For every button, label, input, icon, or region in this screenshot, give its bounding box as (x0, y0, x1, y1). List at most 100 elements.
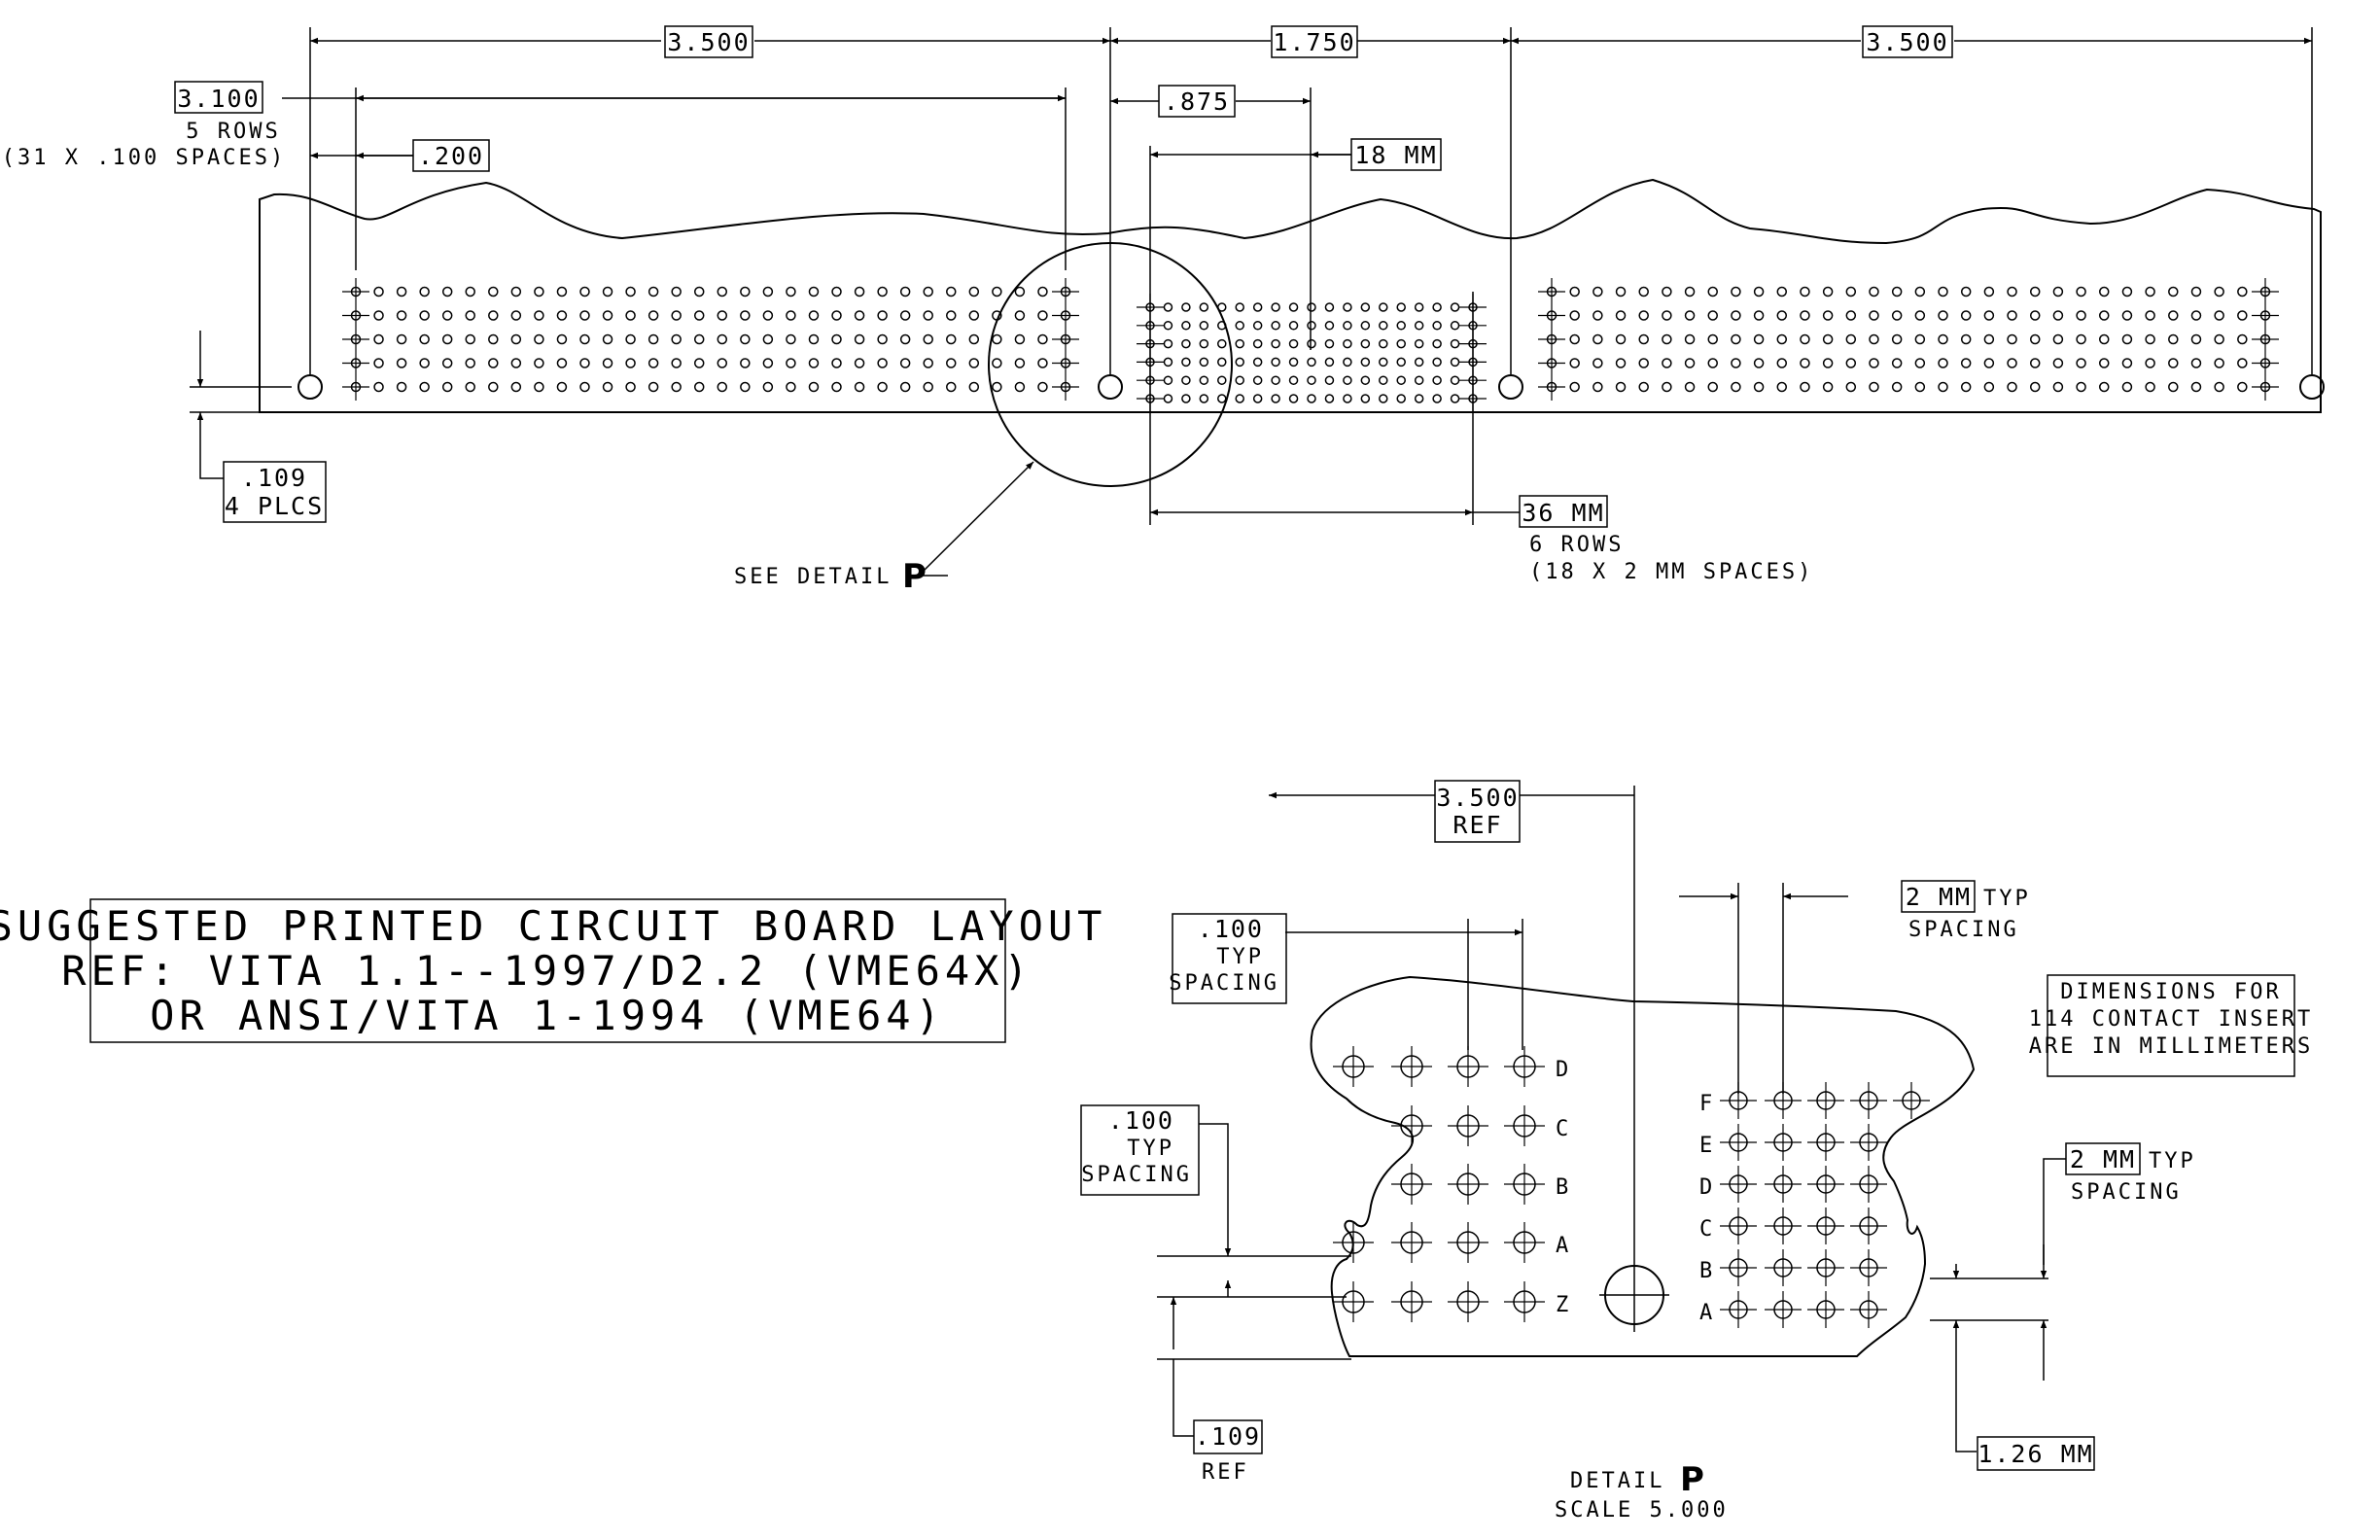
pcb-hole (1869, 381, 1879, 393)
pcb-hole (2214, 358, 2224, 368)
pcb-hole (2145, 286, 2155, 298)
pcb-hole (2052, 358, 2064, 368)
pcb-hole (899, 333, 911, 345)
pcb-hole (625, 286, 636, 298)
dim-18mm: 18 MM (1354, 141, 1437, 169)
left-row-z: Z (1556, 1293, 1571, 1317)
pcb-hole (1731, 358, 1741, 368)
pcb-hole (877, 358, 888, 368)
see-detail-text: SEE DETAIL (734, 565, 892, 589)
detail-spacing-label-3: SPACING (1908, 918, 2019, 942)
pcb-hole (1662, 358, 1672, 368)
pcb-hole (2190, 333, 2202, 345)
pcb-hole (1252, 302, 1263, 312)
detail-scale: SCALE 5.000 (1555, 1498, 1729, 1522)
detail-typ-3: TYP (1983, 887, 2031, 911)
pcb-hole (1914, 286, 1926, 298)
dim-hole-dia: .109 (241, 464, 307, 492)
pcb-hole (1014, 358, 1026, 368)
pcb-hole (579, 381, 590, 393)
pcb-hole (2214, 333, 2224, 345)
pcb-hole (534, 310, 544, 321)
pcb-hole (1869, 286, 1879, 298)
pcb-hole (1307, 357, 1316, 368)
pcb-hole (1822, 381, 1834, 393)
pcb-hole (1037, 286, 1048, 298)
pcb-hole (1181, 375, 1191, 385)
pcb-hole (1414, 375, 1424, 385)
pcb-hole (1163, 338, 1173, 349)
pcb-hole (1845, 358, 1857, 368)
pcb-hole (1199, 338, 1209, 349)
pcb-hole (1343, 375, 1352, 385)
pcb-hole (1217, 394, 1227, 403)
pcb-hole (1822, 333, 1834, 345)
dim-span-right: 3.500 (1866, 28, 1948, 56)
pcb-hole (1662, 333, 1672, 345)
pcb-hole (808, 358, 820, 368)
pcb-hole (671, 286, 682, 298)
pcb-hole (1638, 358, 1649, 368)
pcb-hole (1592, 310, 1603, 321)
pcb-hole (1271, 321, 1280, 331)
pcb-hole (1938, 358, 1948, 368)
pcb-hole (1450, 302, 1460, 312)
left-connector-hole-grid (342, 278, 1079, 401)
pcb-hole (1288, 338, 1299, 349)
detail-p-view: D C B A Z F E D C B A (1080, 780, 2313, 1522)
pcb-hole (1324, 302, 1335, 312)
pcb-hole (1450, 394, 1460, 403)
pcb-hole (1753, 381, 1765, 393)
pcb-hole (1324, 375, 1335, 385)
pcb-hole (2168, 358, 2179, 368)
pcb-hole (1014, 381, 1026, 393)
pcb-hole (1450, 321, 1460, 331)
pcb-hole (2099, 381, 2110, 393)
right-connector-hole-grid (1538, 278, 2279, 401)
pcb-hole (2029, 333, 2041, 345)
dim-rows-spaces: (31 X .100 SPACES) (2, 146, 286, 170)
pcb-hole (1707, 286, 1718, 298)
pcb-hole (968, 310, 980, 321)
pcb-hole (2007, 358, 2017, 368)
pcb-hole (1592, 381, 1603, 393)
pcb-hole (2099, 286, 2110, 298)
pcb-hole (488, 310, 499, 321)
pcb-hole (602, 358, 613, 368)
pcb-hole (1252, 338, 1263, 349)
detail-hole-ref-label: REF (1202, 1460, 1249, 1485)
pcb-hole (1891, 381, 1903, 393)
left-row-b: B (1556, 1175, 1571, 1200)
pcb-hole (1891, 358, 1903, 368)
detail-note-2: 114 CONTACT INSERT (2029, 1007, 2313, 1032)
pcb-hole (1615, 333, 1627, 345)
pcb-hole (1396, 375, 1406, 385)
detail-ref-dim: 3.500 (1436, 784, 1519, 812)
pcb-hole (2237, 381, 2248, 393)
pcb-hole (762, 333, 774, 345)
pcb-hole (1199, 394, 1209, 403)
pcb-hole (740, 333, 751, 345)
pcb-hole (1731, 286, 1741, 298)
pcb-hole (1271, 375, 1280, 385)
pcb-hole (1869, 358, 1879, 368)
dim-span-left: 3.500 (667, 28, 750, 56)
pcb-hole (465, 381, 475, 393)
pcb-hole (1776, 310, 1788, 321)
pcb-hole (1638, 381, 1649, 393)
pcb-hole (1938, 310, 1948, 321)
pcb-hole (808, 381, 820, 393)
pcb-hole (992, 358, 1002, 368)
pcb-hole (1360, 375, 1371, 385)
pcb-hole (441, 310, 453, 321)
pcb-hole (992, 381, 1002, 393)
pcb-hole (488, 358, 499, 368)
pcb-hole (1414, 357, 1424, 368)
pcb-hole (2214, 310, 2224, 321)
pcb-hole (717, 286, 728, 298)
pcb-hole (556, 310, 568, 321)
pcb-hole (1845, 310, 1857, 321)
pcb-hole (510, 310, 522, 321)
pcb-hole (1914, 381, 1926, 393)
detail-note-1: DIMENSIONS FOR (2060, 980, 2281, 1004)
